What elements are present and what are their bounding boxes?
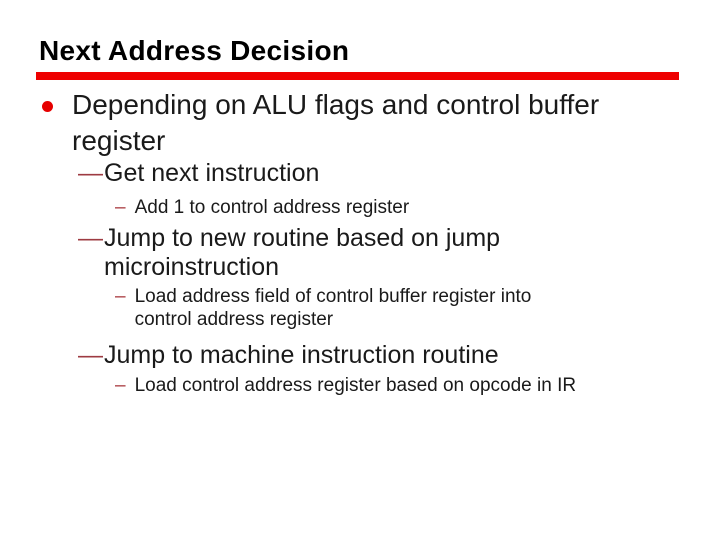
bullet-level3-text: Load control address register based on o…	[134, 375, 577, 396]
dash-marker-icon: –	[115, 286, 126, 307]
bullet-level2-item: — Jump to new routine based on jump micr…	[78, 224, 500, 282]
bullet-level2-text: Jump to machine instruction routine	[104, 341, 499, 369]
bullet-level3-item: – Load address field of control buffer r…	[115, 285, 531, 331]
bullet-dot-icon	[42, 101, 53, 112]
dash-marker-icon: –	[115, 197, 126, 218]
bullet-level3-text: Add 1 to control address register	[134, 197, 410, 218]
slide-title: Next Address Decision	[39, 35, 350, 66]
dash-marker-icon: —	[78, 341, 103, 369]
bullet-level2-item: — Jump to machine instruction routine	[78, 341, 499, 370]
bullet-level3-item: – Add 1 to control address register	[115, 196, 409, 219]
dash-marker-icon: —	[78, 159, 103, 187]
bullet-level3-item: – Load control address register based on…	[115, 374, 576, 397]
dash-marker-icon: —	[78, 224, 103, 252]
bullet-level2-text: Jump to new routine based on jump microi…	[104, 224, 501, 281]
bullet-level2-item: — Get next instruction	[78, 159, 319, 188]
bullet-level3-text: Load address field of control buffer reg…	[134, 286, 532, 330]
dash-marker-icon: –	[115, 375, 126, 396]
title-underline-rule	[36, 72, 679, 80]
bullet-level2-text: Get next instruction	[104, 159, 320, 187]
bullet-level1-text: Depending on ALU flags and control buffe…	[72, 89, 600, 156]
